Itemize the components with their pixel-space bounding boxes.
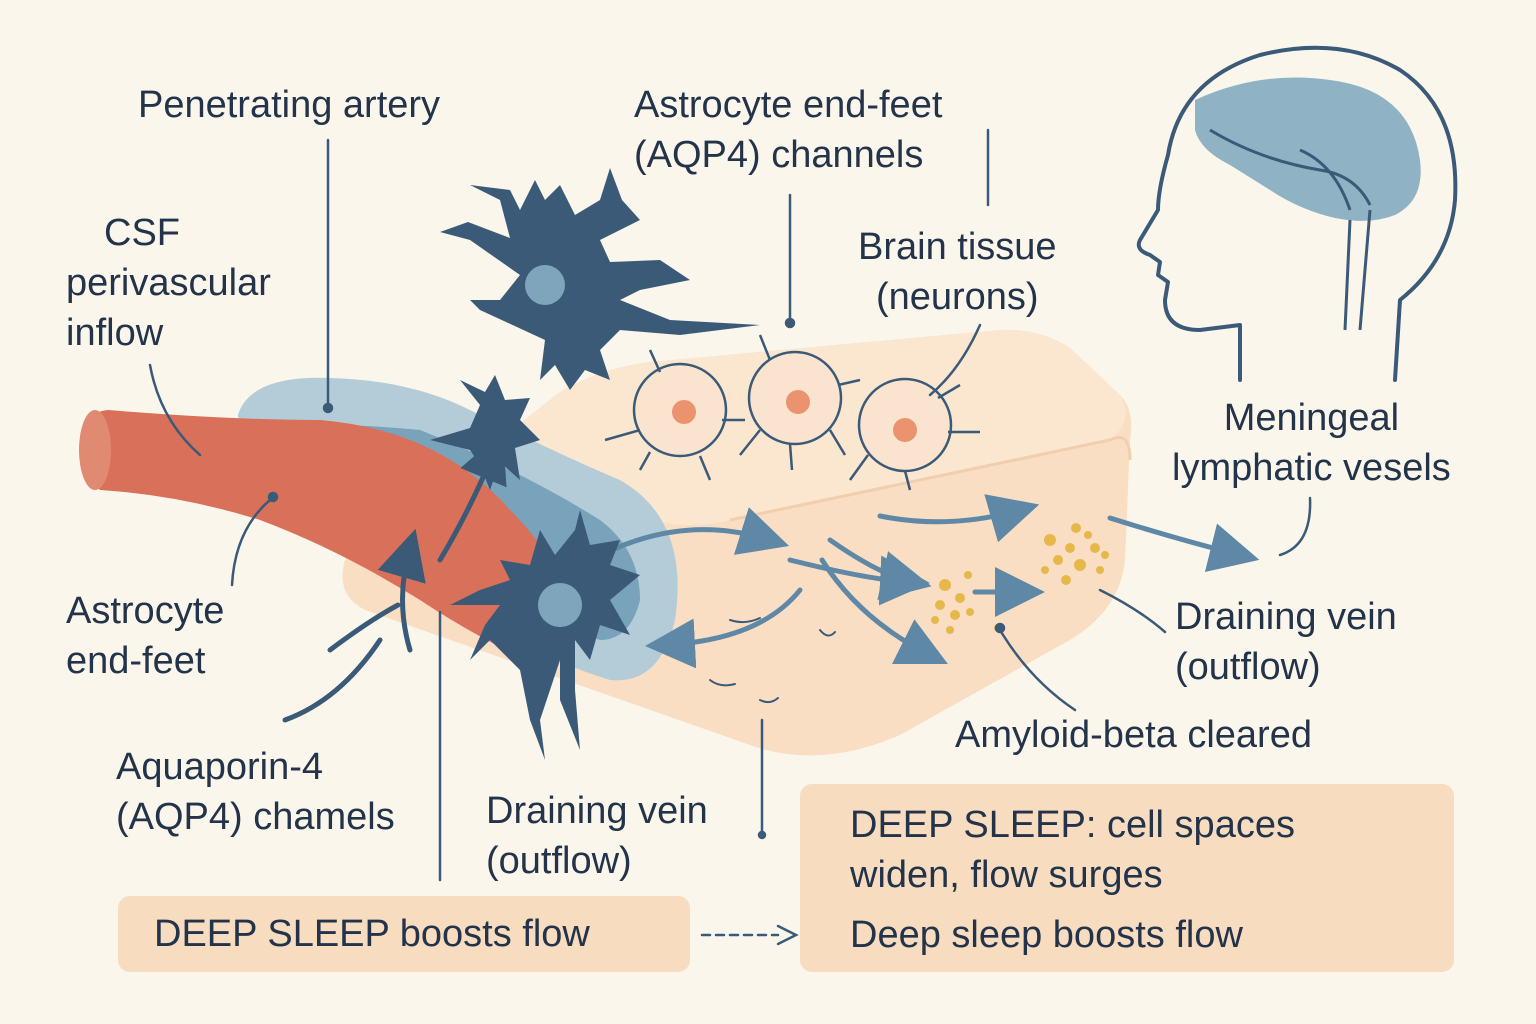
label-line: Brain tissue xyxy=(858,226,1057,268)
tissue-texture xyxy=(709,617,836,704)
callout-deep-sleep-right: DEEP SLEEP: cell spaces widen, flow surg… xyxy=(800,784,1454,972)
label-line: Astrocyte end-feet xyxy=(634,84,943,126)
label-line: Astrocyte xyxy=(66,590,225,632)
neuron-1 xyxy=(604,349,745,481)
astrocyte-top xyxy=(440,168,760,390)
label-line: (outflow) xyxy=(486,840,632,882)
penetrating-artery xyxy=(79,410,575,668)
label-line: Draining vein xyxy=(1175,596,1397,638)
callout-line: Deep sleep boosts flow xyxy=(850,914,1243,956)
label-aquaporin-channels: Aquaporin-4 (AQP4) chamels xyxy=(116,742,395,842)
flow-arrows xyxy=(609,494,1260,669)
label-line: (AQP4) channels xyxy=(634,134,924,176)
label-line: (outflow) xyxy=(1175,646,1321,688)
label-line: Draining vein xyxy=(486,790,708,832)
neuron-cells xyxy=(604,334,980,491)
label-penetrating-artery: Penetrating artery xyxy=(138,84,441,126)
label-line: (AQP4) chamels xyxy=(116,796,395,838)
callout-deep-sleep-left: DEEP SLEEP boosts flow xyxy=(118,896,690,972)
label-line: Aquaporin-4 xyxy=(116,746,324,788)
label-line: CSF xyxy=(104,212,180,254)
label-astrocyte-endfeet-left: Astrocyte end-feet xyxy=(66,586,224,686)
label-line: lymphatic vesels xyxy=(1172,447,1451,489)
label-line: Meningeal xyxy=(1223,397,1400,439)
leader-lines xyxy=(148,128,1312,946)
callout-text: DEEP SLEEP boosts flow xyxy=(154,913,590,955)
neuron-3 xyxy=(848,377,980,491)
head-brain-icon xyxy=(1136,45,1458,382)
callout-line: widen, flow surges xyxy=(850,854,1163,896)
label-line: perivascular xyxy=(66,262,271,304)
label-csf-inflow: CSF perivascular inflow xyxy=(66,208,271,358)
csf-inflow-arrows xyxy=(282,431,507,723)
label-draining-vein-bottom: Draining vein (outflow) xyxy=(486,786,708,886)
label-line: inflow xyxy=(66,312,164,354)
astrocyte-bottom xyxy=(450,510,640,760)
callout-line: DEEP SLEEP: cell spaces xyxy=(850,804,1295,846)
label-meningeal-lymphatic: Meningeal lymphatic vesels xyxy=(1172,393,1451,493)
neuron-2 xyxy=(739,334,861,471)
label-amyloid-cleared: Amyloid-beta cleared xyxy=(955,714,1312,756)
label-astrocyte-endfeet-top: Astrocyte end-feet (AQP4) channels xyxy=(634,80,942,180)
label-line: (neurons) xyxy=(875,276,1039,318)
amyloid-particles xyxy=(931,523,1109,634)
label-brain-tissue: Brain tissue (neurons) xyxy=(858,222,1057,322)
label-draining-vein-right: Draining vein (outflow) xyxy=(1175,592,1397,692)
label-line: end-feet xyxy=(66,640,206,682)
